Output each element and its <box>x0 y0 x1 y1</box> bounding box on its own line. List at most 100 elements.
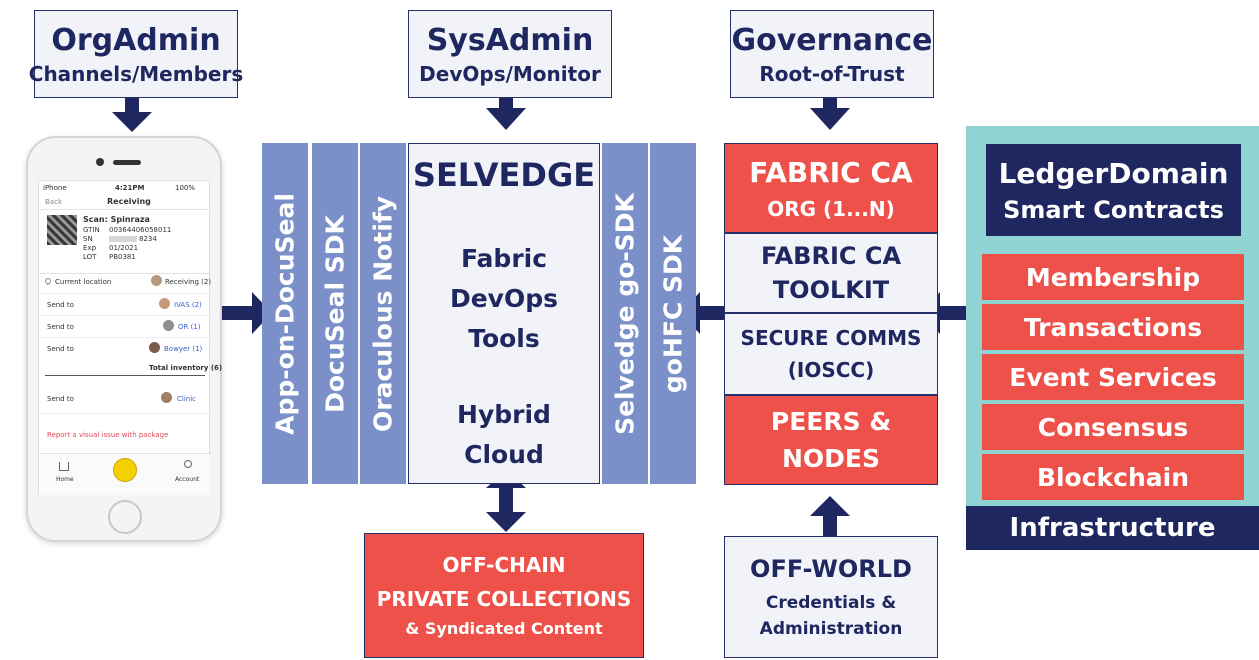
divider-3 <box>39 315 211 316</box>
offworld-up-arrow <box>810 496 850 536</box>
location-pin-icon <box>43 276 53 286</box>
peers-nodes-block: PEERS & NODES <box>724 395 938 485</box>
product-image <box>47 215 77 245</box>
fabric-ca-sub: ORG (1...N) <box>767 196 895 221</box>
tab-bar: Home Account <box>39 453 211 495</box>
sdk-bar-label: Selvedge go-SDK <box>610 192 640 435</box>
divider-4 <box>39 337 211 338</box>
phone-screen: iPhone 4:21PM 100% Back Receiving Scan: … <box>38 180 222 495</box>
sdk-bar-label: App-on-DocuSeal <box>270 192 300 435</box>
send-clinic-value[interactable]: Clinic <box>177 395 197 403</box>
module-blockchain: Blockchain <box>982 454 1244 500</box>
module-label: Consensus <box>1037 412 1189 442</box>
governance-down-arrow <box>810 98 850 130</box>
divider-1 <box>39 273 211 274</box>
send-row-value[interactable]: OR (1) <box>178 323 201 331</box>
send-row-value[interactable]: IVAS (2) <box>174 301 202 309</box>
module-transactions: Transactions <box>982 304 1244 350</box>
offworld-line-2: Credentials & <box>765 593 897 613</box>
peers-line-1: PEERS & <box>770 407 892 436</box>
sysadmin-title: SysAdmin <box>426 22 594 58</box>
ledgerdomain-title-2: Smart Contracts <box>1003 195 1224 224</box>
sdk-bar-docuseal-sdk: DocuSeal SDK <box>312 143 358 484</box>
sdk-bar-gohfc-sdk: goHFC SDK <box>650 143 696 484</box>
report-issue-link[interactable]: Report a visual issue with package <box>47 431 169 439</box>
phone-speaker <box>113 160 141 165</box>
ledgerdomain-header: LedgerDomain Smart Contracts <box>986 144 1241 236</box>
avatar <box>163 320 174 331</box>
exp-label: Exp <box>83 244 97 252</box>
screen-header: Receiving <box>107 197 151 206</box>
selvedge-line-1: Fabric <box>460 244 548 273</box>
sdk-bar-label: goHFC SDK <box>658 234 688 393</box>
exp-value: 01/2021 <box>109 244 139 252</box>
location-value: Receiving (2) <box>165 278 212 286</box>
sn-redacted <box>109 236 137 242</box>
location-label: Current location <box>55 278 112 286</box>
selvedge-box: SELVEDGE Fabric DevOps Tools Hybrid Clou… <box>408 143 600 484</box>
module-label: Blockchain <box>1036 462 1190 492</box>
divider-2 <box>39 293 211 294</box>
send-row-value[interactable]: Bowyer (1) <box>164 345 203 353</box>
orgadmin-box: OrgAdmin Channels/Members <box>29 10 243 98</box>
total-inventory: Total inventory (6) <box>149 364 223 372</box>
sysadmin-box: SysAdmin DevOps/Monitor <box>408 10 612 98</box>
offchain-line-3: & Syndicated Content <box>405 619 603 638</box>
fabric-ca-title: FABRIC CA <box>749 155 913 189</box>
back-link[interactable]: Back <box>45 198 62 206</box>
selvedge-line-4: Hybrid <box>457 400 551 429</box>
module-label: Event Services <box>1009 362 1217 392</box>
header-divider <box>39 209 211 210</box>
scan-button-icon[interactable] <box>113 458 137 482</box>
sdk-bar-app-on-docuseal: App-on-DocuSeal <box>262 143 308 484</box>
ledgerdomain-title-1: LedgerDomain <box>998 156 1229 190</box>
tab-account-label[interactable]: Account <box>175 476 200 483</box>
divider-6 <box>39 413 211 414</box>
account-icon[interactable] <box>184 460 192 468</box>
peers-line-2: NODES <box>781 444 880 473</box>
toolkit-line-2: TOOLKIT <box>772 276 890 304</box>
fabric-ca-org-block: FABRIC CA ORG (1...N) <box>724 143 938 233</box>
status-time: 4:21PM <box>115 184 145 192</box>
send-row-label: Send to <box>47 301 74 309</box>
governance-box: Governance Root-of-Trust <box>730 10 934 98</box>
sysadmin-subtitle: DevOps/Monitor <box>419 61 601 86</box>
orgadmin-subtitle: Channels/Members <box>28 61 244 86</box>
secure-comms-block: SECURE COMMS (IOSCC) <box>724 313 938 395</box>
toolkit-line-1: FABRIC CA <box>760 242 902 270</box>
gtin-value: 00364406058011 <box>109 226 172 234</box>
module-label: Transactions <box>1023 312 1203 342</box>
selvedge-line-5: Cloud <box>464 440 544 469</box>
status-carrier: iPhone <box>43 184 67 192</box>
offworld-box: OFF-WORLD Credentials & Administration <box>724 536 938 658</box>
fabric-ca-toolkit-block: FABRIC CA TOOLKIT <box>724 233 938 313</box>
home-icon[interactable] <box>59 462 69 471</box>
status-battery: 100% <box>175 184 196 192</box>
comms-line-1: SECURE COMMS <box>740 326 922 350</box>
phone-mockup: iPhone 4:21PM 100% Back Receiving Scan: … <box>26 136 222 542</box>
offworld-line-3: Administration <box>759 619 903 639</box>
sdk-bar-label: DocuSeal SDK <box>320 214 350 413</box>
sysadmin-down-arrow <box>486 98 526 130</box>
orgadmin-title: OrgAdmin <box>51 22 221 58</box>
lot-label: LOT <box>83 253 97 261</box>
offchain-line-1: OFF-CHAIN <box>442 553 566 577</box>
infrastructure-footer: Infrastructure <box>966 506 1259 550</box>
scan-title: Scan: Spinraza <box>83 215 150 224</box>
sn-value: 8234 <box>139 235 157 243</box>
ledgerdomain-panel: LedgerDomain Smart Contracts Membership … <box>966 126 1259 550</box>
avatar <box>151 275 162 286</box>
governance-subtitle: Root-of-Trust <box>759 61 905 86</box>
send-row-label: Send to <box>47 345 74 353</box>
module-membership: Membership <box>982 254 1244 300</box>
phone-home-button[interactable] <box>108 500 142 534</box>
offworld-line-1: OFF-WORLD <box>750 555 912 583</box>
sdk-bar-selvedge-go-sdk: Selvedge go-SDK <box>602 143 648 484</box>
offchain-line-2: PRIVATE COLLECTIONS <box>376 587 632 611</box>
phone-camera <box>96 158 104 166</box>
selvedge-line-2: DevOps <box>449 284 559 313</box>
governance-title: Governance <box>731 22 933 58</box>
tab-home-label[interactable]: Home <box>56 476 74 483</box>
sdk-bar-oraculous-notify: Oraculous Notify <box>360 143 406 484</box>
module-label: Membership <box>1025 262 1201 292</box>
